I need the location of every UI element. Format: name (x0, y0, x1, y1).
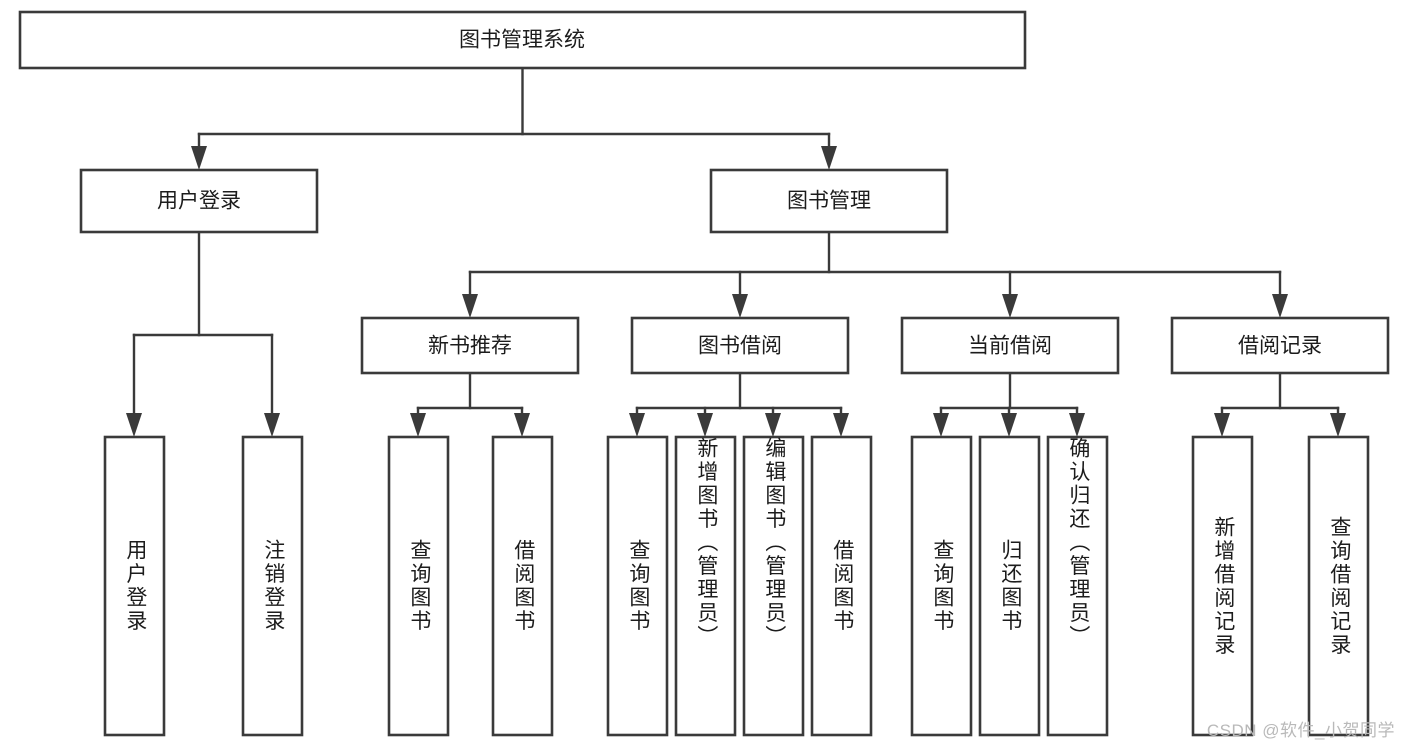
node-current-borrow[interactable]: 当前借阅 (900, 316, 1120, 375)
node-book-borrow[interactable]: 图书借阅 (630, 316, 850, 375)
leaf-box-book-borrow-4[interactable] (810, 435, 873, 737)
arrow-bookborrow-leaf-1 (629, 413, 645, 437)
node-new-book-recommend[interactable]: 新书推荐 (360, 316, 580, 375)
leaf-boxes-user-login (103, 435, 304, 737)
node-book-management-box[interactable] (709, 168, 949, 234)
node-book-management[interactable]: 图书管理 (709, 168, 949, 234)
connector-group-borrowrecord (1214, 371, 1346, 437)
leaf-box-current-borrow-3[interactable] (1046, 435, 1109, 737)
node-root-box[interactable] (18, 10, 1027, 70)
node-user-login-label: 用户登录 (157, 190, 241, 213)
leaf-box-borrow-record-2[interactable] (1307, 435, 1370, 737)
connector-group-newbook (410, 371, 530, 437)
arrow-currentborrow-leaf-1 (933, 413, 949, 437)
leaf-box-new-book-1[interactable] (387, 435, 450, 737)
arrow-userlogin-leaf-2 (264, 413, 280, 437)
leaf-boxes-book-borrow (606, 435, 873, 737)
leaf-box-current-borrow-2[interactable] (978, 435, 1041, 737)
arrow-currentborrow-leaf-2 (1001, 413, 1017, 437)
arrow-root-to-bookmgmt (821, 146, 837, 170)
arrow-currentborrow-leaf-3 (1069, 413, 1085, 437)
arrow-newbook-leaf-1 (410, 413, 426, 437)
node-borrow-record-label: 借阅记录 (1238, 335, 1322, 358)
leaf-box-current-borrow-1[interactable] (910, 435, 973, 737)
leaf-boxes-new-book (387, 435, 554, 737)
arrow-borrowrecord-leaf-2 (1330, 413, 1346, 437)
leaf-boxes-borrow-record (1191, 435, 1370, 737)
connector-group-root (191, 66, 837, 170)
leaf-box-user-login-2[interactable] (241, 435, 304, 737)
arrow-userlogin-leaf-1 (126, 413, 142, 437)
leaf-box-book-borrow-2[interactable] (674, 435, 737, 737)
node-user-login[interactable]: 用户登录 (79, 168, 319, 234)
leaf-box-user-login-1[interactable] (103, 435, 166, 737)
node-current-borrow-box[interactable] (900, 316, 1120, 375)
leaf-box-borrow-record-1[interactable] (1191, 435, 1254, 737)
leaf-box-book-borrow-1[interactable] (606, 435, 669, 737)
leaf-boxes-current-borrow (910, 435, 1109, 737)
node-book-borrow-label: 图书借阅 (698, 335, 782, 358)
node-root-label: 图书管理系统 (459, 29, 585, 52)
arrow-bookmgmt-to-bookborrow (732, 294, 748, 318)
leaf-box-new-book-2[interactable] (491, 435, 554, 737)
arrow-root-to-userlogin (191, 146, 207, 170)
arrow-borrowrecord-leaf-1 (1214, 413, 1230, 437)
connector-group-userlogin (126, 230, 280, 437)
node-borrow-record[interactable]: 借阅记录 (1170, 316, 1390, 375)
node-user-login-box[interactable] (79, 168, 319, 234)
connector-group-bookmgmt (462, 230, 1288, 318)
arrow-bookmgmt-to-currentborrow (1002, 294, 1018, 318)
node-book-management-label: 图书管理 (787, 190, 871, 213)
node-new-book-recommend-box[interactable] (360, 316, 580, 375)
arrow-newbook-leaf-2 (514, 413, 530, 437)
arrow-bookborrow-leaf-4 (833, 413, 849, 437)
connector-group-bookborrow (629, 371, 849, 437)
connector-group-currentborrow (933, 371, 1085, 437)
arrow-bookborrow-leaf-2 (697, 413, 713, 437)
arrow-bookmgmt-to-borrowrecord (1272, 294, 1288, 318)
node-book-borrow-box[interactable] (630, 316, 850, 375)
node-borrow-record-box[interactable] (1170, 316, 1390, 375)
node-new-book-recommend-label: 新书推荐 (428, 335, 512, 358)
node-root[interactable]: 图书管理系统 (18, 10, 1027, 70)
arrow-bookborrow-leaf-3 (765, 413, 781, 437)
arrow-bookmgmt-to-newbook (462, 294, 478, 318)
node-current-borrow-label: 当前借阅 (968, 335, 1052, 358)
csdn-watermark: CSDN @软件_小贺同学 (1206, 721, 1395, 740)
leaf-box-book-borrow-3[interactable] (742, 435, 805, 737)
